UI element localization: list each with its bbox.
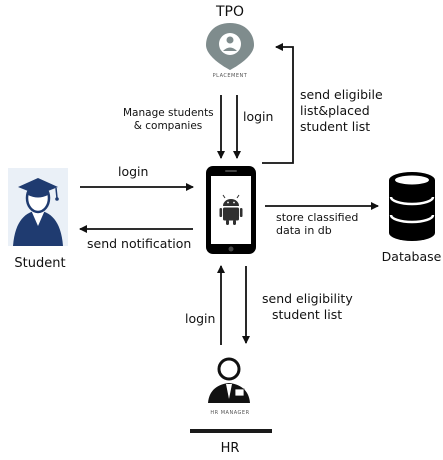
manage-students-label: Manage students & companies: [123, 107, 214, 133]
hr-badge: HR MANAGER: [210, 410, 250, 416]
graduate-student-icon: [8, 168, 68, 246]
tpo-title: TPO: [215, 4, 244, 20]
hr-manager-icon: [190, 357, 272, 433]
android-phone-icon: [206, 166, 256, 254]
database-cylinder-icon: [389, 172, 435, 241]
send-eligible-list-label: send eligibile list&placed student list: [300, 87, 383, 135]
send-eligibility-line2: student list: [272, 307, 343, 322]
tpo-login-label: login: [243, 109, 274, 124]
store-data-line1: store classified: [276, 211, 359, 224]
arrow-send-eligible-list: [262, 43, 294, 164]
send-notification-label: send notification: [87, 236, 192, 251]
send-eligible-line2: list&placed: [300, 103, 370, 118]
send-eligibility-label: send eligibility student list: [262, 291, 353, 323]
send-eligible-line1: send eligibile: [300, 87, 383, 102]
store-data-line2: data in db: [276, 224, 332, 237]
hr-login-label: login: [185, 311, 216, 326]
database-title: Database: [381, 249, 442, 264]
map-pin-person-icon: [206, 23, 254, 70]
tpo-badge: PLACEMENT: [212, 73, 248, 79]
send-eligibility-line1: send eligibility: [262, 291, 353, 306]
store-data-label: store classified data in db: [276, 211, 358, 237]
hr-title: HR: [220, 441, 240, 456]
student-login-label: login: [118, 164, 149, 179]
send-eligible-line3: student list: [300, 119, 371, 134]
student-title: Student: [14, 256, 66, 271]
manage-students-line1: Manage students: [123, 107, 214, 119]
manage-students-line2: & companies: [133, 120, 203, 132]
